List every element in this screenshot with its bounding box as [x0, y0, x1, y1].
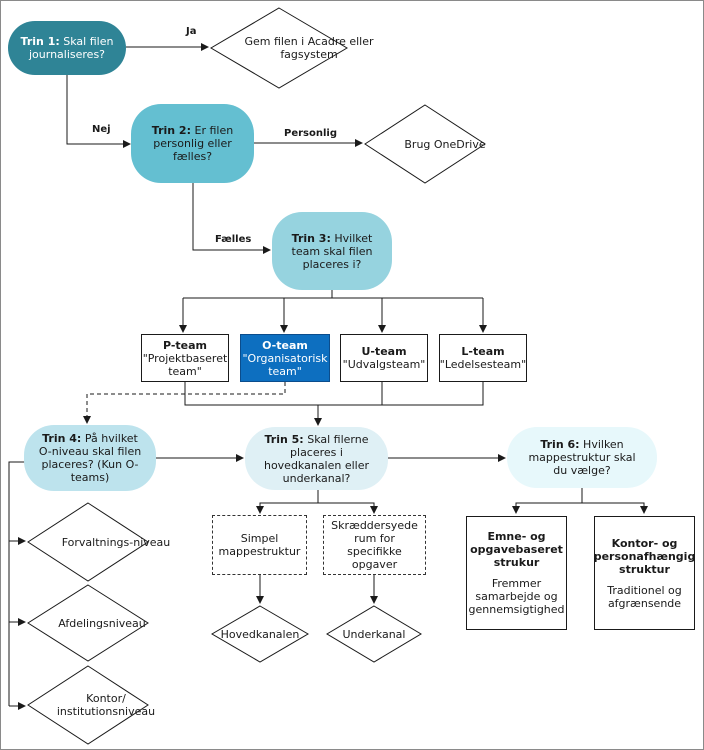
edge-label-faelles: Fælles: [215, 234, 252, 245]
outcome-afdelingsniveau-text: Afdelingsniveau: [58, 616, 146, 630]
outcome-forvaltningsniveau: Forvaltnings-niveau: [27, 502, 170, 582]
team-o-desc: "Organisatorisk team": [242, 351, 328, 378]
step-3-which-team: Trin 3: Hvilket team skal filen placeres…: [272, 212, 392, 290]
step-1-journalize: Trin 1: Skal filen journaliseres?: [8, 21, 126, 75]
step-1-text: Skal filen journaliseres?: [28, 35, 114, 61]
structure-emne-title: Emne- og opgavebaseret strukur: [470, 530, 563, 569]
step-2-personal-or-shared: Trin 2: Er filen personlig eller fælles?: [131, 104, 254, 183]
step-3-label: Trin 3:: [291, 231, 331, 245]
structure-kontor-person: Kontor- og personafhængig struktur Tradi…: [594, 516, 695, 630]
step-1-label: Trin 1:: [20, 35, 60, 48]
outcome-underkanal: Underkanal: [326, 605, 422, 663]
option-simpel-text: Simpel mappestruktur: [218, 532, 301, 558]
edge-label-ja: Ja: [186, 26, 197, 37]
outcome-onedrive-text: Brug OneDrive: [404, 137, 486, 151]
team-o-name: O-team: [262, 338, 308, 352]
team-p-desc: "Projektbaseret team": [142, 351, 228, 378]
edge-label-personlig: Personlig: [284, 128, 337, 139]
outcome-hovedkanalen-text: Hovedkanalen: [220, 627, 300, 641]
outcome-afdelingsniveau: Afdelingsniveau: [27, 584, 149, 662]
outcome-hovedkanalen: Hovedkanalen: [211, 605, 309, 663]
team-p-name: P-team: [162, 338, 208, 352]
option-skraeddersyede-rum: Skræddersyede rum for specifikke opgaver: [323, 515, 426, 575]
team-o-selected: O-team "Organisatorisk team": [240, 334, 330, 382]
outcome-acadre-text: Gem filen i Acadre eller fagsystem: [244, 35, 374, 61]
outcome-acadre: Gem filen i Acadre eller fagsystem: [210, 7, 374, 89]
team-u-desc: "Udvalgsteam": [342, 358, 426, 371]
step-5-channel: Trin 5: Skal filerne placeres i hovedkan…: [245, 427, 388, 490]
team-l-name: L-team: [461, 345, 505, 358]
team-u-name: U-team: [361, 345, 407, 358]
step-4-text: På hvilket O-niveau skal filen placeres?…: [38, 432, 142, 484]
outcome-kontorniveau-text: Kontor/ institutionsniveau: [56, 692, 156, 718]
team-u: U-team "Udvalgsteam": [340, 334, 428, 382]
outcome-forvaltningsniveau-text: Forvaltnings-niveau: [61, 535, 171, 549]
structure-kontor-title: Kontor- og personafhængig struktur: [593, 536, 696, 576]
structure-emne-desc: Fremmer samarbejde og gennemsigtighed: [468, 577, 565, 616]
team-l-desc: "Ledelsesteam": [439, 358, 527, 371]
structure-emne-opgave: Emne- og opgavebaseret strukur Fremmer s…: [466, 516, 567, 630]
team-p: P-team "Projektbaseret team": [141, 334, 229, 382]
option-skraeddersyede-text: Skræddersyede rum for specifikke opgaver: [331, 519, 418, 571]
step-4-o-level: Trin 4: På hvilket O-niveau skal filen p…: [24, 425, 156, 491]
step-2-text: Er filen personlig eller fælles?: [153, 124, 234, 163]
step-6-label: Trin 6:: [540, 438, 580, 451]
step-5-text: Skal filerne placeres i hovedkanalen ell…: [263, 432, 370, 485]
option-simpel-mappestruktur: Simpel mappestruktur: [212, 515, 307, 575]
step-4-label: Trin 4:: [42, 432, 82, 445]
step-2-label: Trin 2:: [151, 124, 191, 137]
team-l: L-team "Ledelsesteam": [439, 334, 527, 382]
outcome-onedrive: Brug OneDrive: [364, 104, 486, 184]
edge-label-nej: Nej: [92, 124, 111, 135]
step-3-text: Hvilket team skal filen placeres i?: [291, 231, 373, 271]
step-6-folder-structure: Trin 6: Hvilken mappestruktur skal du væ…: [507, 427, 657, 488]
outcome-underkanal-text: Underkanal: [342, 627, 406, 641]
step-6-text: Hvilken mappestruktur skal du vælge?: [528, 438, 636, 477]
step-5-label: Trin 5:: [264, 432, 304, 446]
outcome-kontorniveau: Kontor/ institutionsniveau: [27, 665, 155, 745]
structure-kontor-desc: Traditionel og afgrænsende: [607, 583, 682, 610]
